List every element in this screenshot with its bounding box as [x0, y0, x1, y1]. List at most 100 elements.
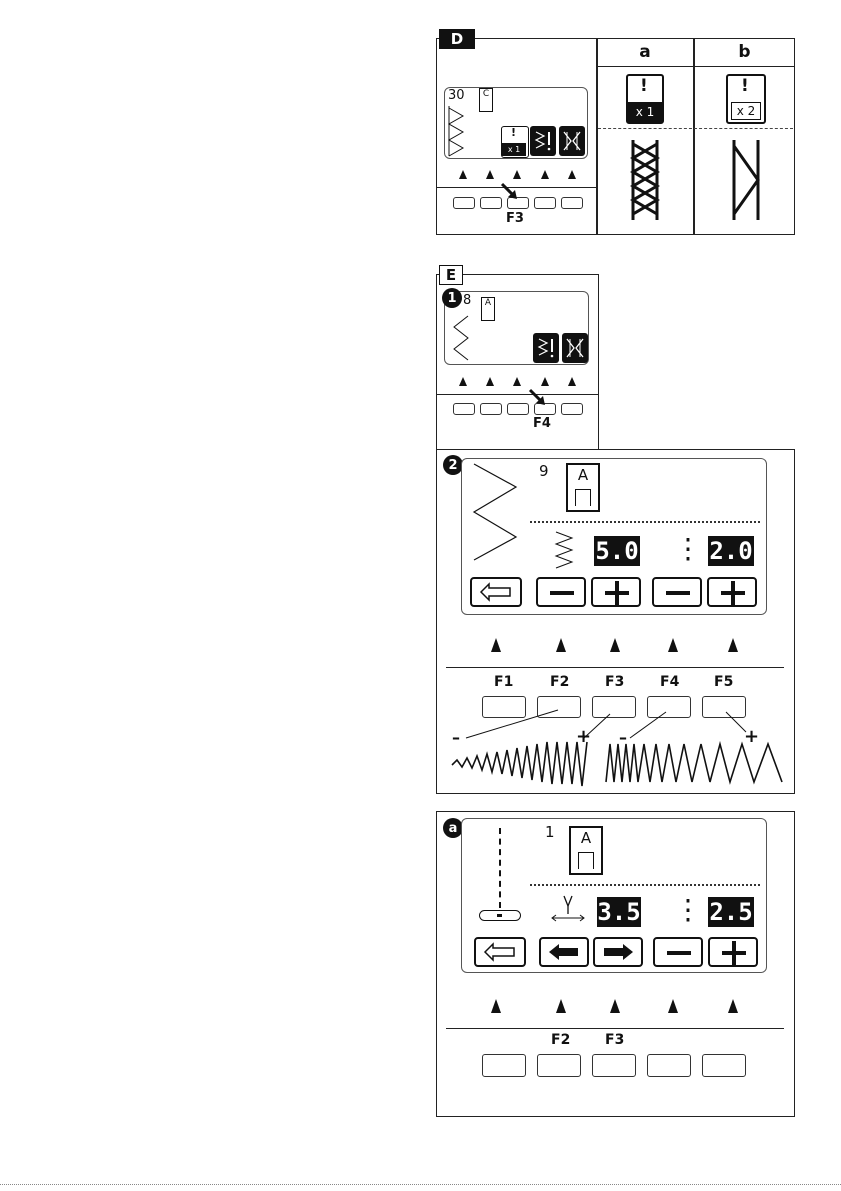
stepa-length-value: 2.5: [708, 897, 754, 927]
step2-length-stitch-sample: [606, 742, 786, 788]
step2-indicator-4: [668, 638, 678, 652]
d-col-b-icon: ! x 2: [726, 74, 766, 124]
width-needle-icon: [532, 128, 554, 154]
step2-length-plus-button[interactable]: [707, 577, 757, 607]
stepa-back-button[interactable]: [474, 937, 526, 967]
e-pattern-number: 8: [463, 293, 471, 308]
step2-length-needle-icon: ⋮: [674, 532, 702, 565]
stepa-needle-plate-icon: [479, 910, 521, 921]
step2-key-label-f1: F1: [494, 674, 513, 690]
minus-icon: [667, 951, 691, 955]
d-col-a-label: a: [597, 42, 693, 62]
stepa-key-label-f2: F2: [551, 1032, 570, 1048]
d-lcd-x1-base: x 1: [502, 143, 526, 156]
stepa-indicator-5: [728, 999, 738, 1013]
d-col-a-icon: ! x 1: [626, 74, 664, 124]
stepa-key-f1[interactable]: [482, 1054, 526, 1077]
stepa-badge: a: [443, 818, 463, 838]
d-indicator-1: [459, 170, 467, 179]
needle-icon: !: [640, 76, 648, 96]
e-indicator-2: [486, 377, 494, 386]
stepa-length-plus-button[interactable]: [708, 937, 758, 967]
step2-indicator-1: [491, 638, 501, 652]
plus-icon-v: [731, 581, 735, 605]
d-lcd-x1-button[interactable]: ! x 1: [501, 126, 529, 158]
e-key-f1[interactable]: [453, 403, 475, 415]
d-foot-icon: C: [479, 88, 493, 112]
stepa-length-needle-icon: ⋮: [674, 893, 702, 926]
step2-back-button[interactable]: [470, 577, 522, 607]
d-key-f1[interactable]: [453, 197, 475, 209]
d-divider-2: [693, 38, 695, 235]
stepa-indicator-3: [610, 999, 620, 1013]
d-col-b-icon-base: x 2: [731, 102, 761, 120]
d-lcd-mirror-button[interactable]: [559, 126, 585, 156]
stepa-dotted-line: [530, 884, 760, 886]
stepa-key-f2[interactable]: [537, 1054, 581, 1077]
step2-indicator-3: [610, 638, 620, 652]
stepa-key-f3[interactable]: [592, 1054, 636, 1077]
step2-key-label-f4: F4: [660, 674, 679, 690]
stepa-position-icon: [550, 894, 586, 924]
step2-key-label-f2: F2: [550, 674, 569, 690]
width-needle-icon: [535, 335, 557, 361]
step2-badge: 2: [443, 455, 463, 475]
e-key-f2[interactable]: [480, 403, 502, 415]
step2-key-label-f3: F3: [605, 674, 624, 690]
e-key-f3[interactable]: [507, 403, 529, 415]
e-lcd-separator: [437, 394, 599, 395]
e-foot-letter: A: [485, 298, 491, 308]
section-e-tag: E: [439, 265, 463, 285]
stepa-length-minus-button[interactable]: [653, 937, 703, 967]
stepa-separator: [446, 1028, 784, 1029]
stepa-move-right-button[interactable]: [593, 937, 643, 967]
d-col-dotted-line: [598, 128, 793, 129]
needle-hole-icon: [497, 914, 502, 917]
stepa-pattern-number: 1: [545, 823, 555, 841]
step2-length-minus-button[interactable]: [652, 577, 702, 607]
e-indicator-5: [568, 377, 576, 386]
d-indicator-5: [568, 170, 576, 179]
d-lcd-width-button[interactable]: [530, 126, 556, 156]
d-key-f5[interactable]: [561, 197, 583, 209]
stepa-needle-line: [499, 828, 501, 908]
e-pointer-arrow-icon: [528, 388, 548, 408]
e-indicator-1: [459, 377, 467, 386]
d-header-line: [596, 66, 795, 67]
e-lcd-pattern: [452, 316, 472, 360]
d-key-f4[interactable]: [534, 197, 556, 209]
stepa-key-f5[interactable]: [702, 1054, 746, 1077]
minus-icon: [550, 591, 574, 595]
step2-indicator-5: [728, 638, 738, 652]
section-d-tag: D: [439, 29, 475, 49]
mirror-icon: [564, 335, 586, 361]
foot-shank-icon: [578, 852, 594, 869]
d-pointer-arrow-icon: [500, 182, 520, 202]
e-lcd-width-button[interactable]: [533, 333, 559, 363]
stepa-foot-letter: A: [581, 829, 591, 847]
e-key-f5[interactable]: [561, 403, 583, 415]
step2-width-plus-button[interactable]: [591, 577, 641, 607]
e-lcd-mirror-button[interactable]: [562, 333, 588, 363]
back-arrow-icon: [484, 943, 516, 961]
d-indicator-2: [486, 170, 494, 179]
minus-icon: [666, 591, 690, 595]
arrow-right-icon: [602, 943, 634, 961]
d-key-f2[interactable]: [480, 197, 502, 209]
stepa-key-f4[interactable]: [647, 1054, 691, 1077]
stepa-indicator-1: [491, 999, 501, 1013]
d-col-b-stitch: [726, 140, 766, 220]
d-indicator-3: [513, 170, 521, 179]
step2-width-minus-button[interactable]: [536, 577, 586, 607]
step2-lcd-pattern: [474, 462, 524, 562]
step2-foot-letter: A: [578, 466, 588, 484]
stepa-indicator-2: [556, 999, 566, 1013]
mirror-icon: [561, 128, 583, 154]
step2-foot-icon: A: [566, 463, 600, 512]
d-divider-1: [596, 38, 598, 235]
d-key-label: F3: [506, 211, 524, 226]
step2-pattern-number: 9: [539, 462, 549, 480]
needle-icon: !: [511, 126, 516, 139]
e-step1-badge: 1: [442, 288, 462, 308]
stepa-move-left-button[interactable]: [539, 937, 589, 967]
